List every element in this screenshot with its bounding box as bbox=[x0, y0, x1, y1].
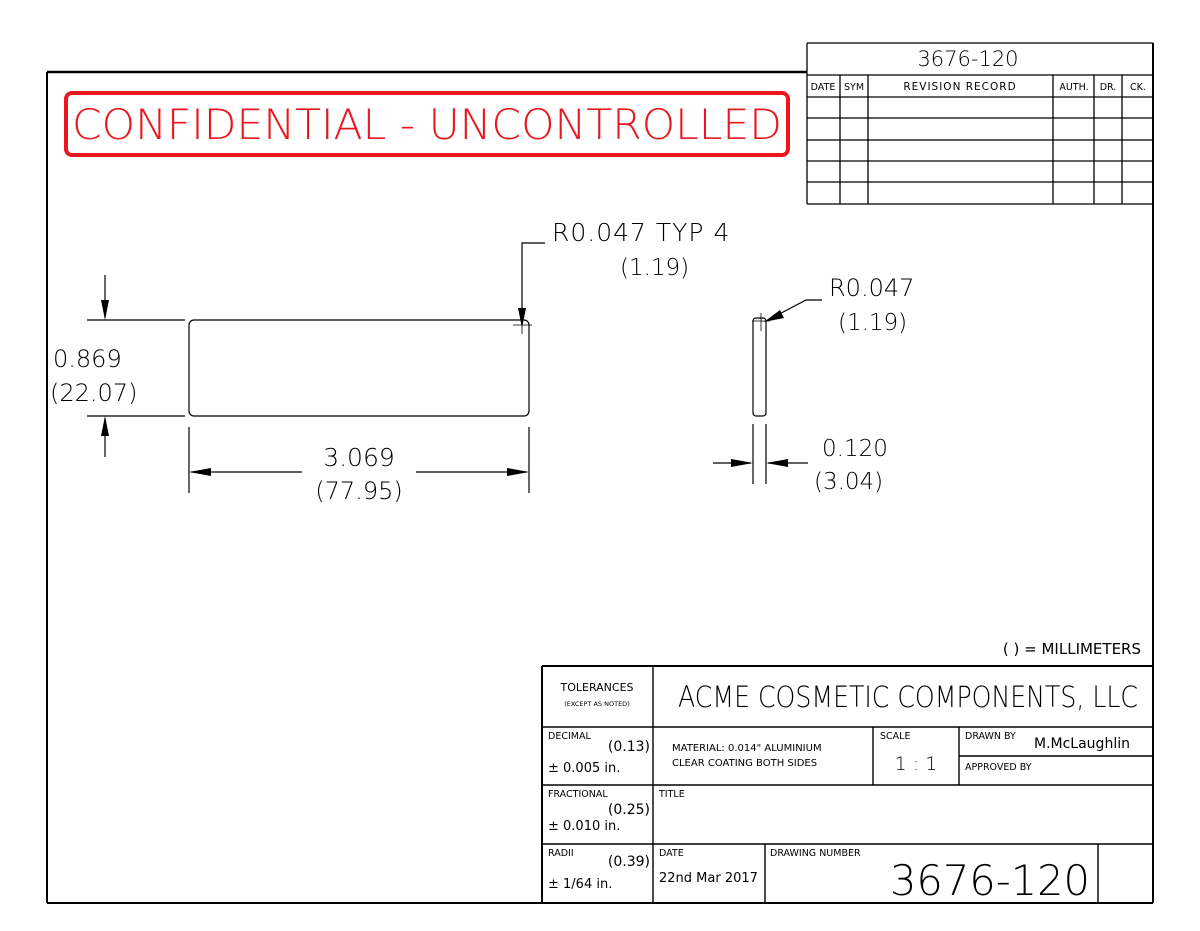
company-name: ACME COSMETIC COMPONENTS, LLC bbox=[678, 680, 1138, 714]
dim-radius-side: R0.047 bbox=[829, 274, 914, 302]
date-label: DATE bbox=[659, 848, 684, 859]
title-label: TITLE bbox=[658, 789, 685, 800]
scale-label: SCALE bbox=[880, 731, 910, 742]
rev-header-dr: DR. bbox=[1100, 82, 1117, 93]
radii-label: RADII bbox=[548, 848, 574, 859]
radius-leader-front bbox=[521, 242, 545, 322]
side-view bbox=[713, 299, 822, 484]
material-line-2: CLEAR COATING BOTH SIDES bbox=[672, 758, 817, 769]
drawn-by-label: DRAWN BY bbox=[965, 731, 1016, 742]
drawing-number-label: DRAWING NUMBER bbox=[770, 848, 861, 859]
tolerances-label: TOLERANCES bbox=[559, 681, 633, 694]
rev-header-sym: SYM bbox=[844, 82, 864, 93]
drawn-by-value: M.McLaughlin bbox=[1034, 736, 1130, 752]
dim-radius-side-mm: (1.19) bbox=[838, 310, 907, 336]
fractional-value: ± 0.010 in. bbox=[548, 819, 620, 834]
rev-header-ck: CK. bbox=[1130, 82, 1146, 93]
decimal-mm: (0.13) bbox=[608, 739, 650, 755]
front-view bbox=[87, 242, 545, 493]
dim-radius-typ: R0.047 TYP 4 bbox=[552, 218, 730, 247]
except-label: (EXCEPT AS NOTED) bbox=[564, 700, 629, 708]
rev-header-auth: AUTH. bbox=[1059, 82, 1088, 93]
title-block bbox=[541, 665, 1153, 903]
units-note: ( ) = MILLIMETERS bbox=[1003, 640, 1141, 658]
rev-header-record: REVISION RECORD bbox=[903, 81, 1016, 93]
dim-width: 3.069 bbox=[323, 443, 395, 472]
dim-height: 0.869 bbox=[53, 345, 122, 373]
dim-width-mm: (77.95) bbox=[315, 477, 402, 505]
confidential-banner-text: CONFIDENTIAL - UNCONTROLLED bbox=[72, 100, 782, 149]
part-outline-front bbox=[188, 319, 530, 417]
fractional-mm: (0.25) bbox=[608, 802, 650, 818]
date-value: 22nd Mar 2017 bbox=[659, 871, 758, 886]
radii-mm: (0.39) bbox=[608, 854, 650, 870]
dim-thickness: 0.120 bbox=[822, 436, 888, 462]
material-line-1: MATERIAL: 0.014" ALUMINIUM bbox=[672, 743, 822, 754]
scale-value: 1 : 1 bbox=[895, 753, 938, 775]
decimal-value: ± 0.005 in. bbox=[548, 761, 620, 776]
approved-by-label: APPROVED BY bbox=[965, 762, 1032, 773]
confidential-banner-frame bbox=[64, 91, 790, 157]
part-outline-side bbox=[752, 317, 767, 417]
fractional-label: FRACTIONAL bbox=[548, 789, 608, 800]
sheet-border bbox=[46, 43, 1154, 904]
revision-block bbox=[806, 42, 1153, 205]
dim-height-mm: (22.07) bbox=[50, 379, 137, 407]
drawing-number: 3676-120 bbox=[890, 856, 1090, 905]
revision-drawing-number: 3676-120 bbox=[917, 47, 1018, 71]
radii-value: ± 1/64 in. bbox=[548, 877, 612, 892]
rev-header-date: DATE bbox=[811, 82, 836, 93]
dim-radius-typ-mm: (1.19) bbox=[620, 255, 689, 281]
decimal-label: DECIMAL bbox=[548, 731, 591, 742]
dim-thickness-mm: (3.04) bbox=[814, 469, 883, 495]
